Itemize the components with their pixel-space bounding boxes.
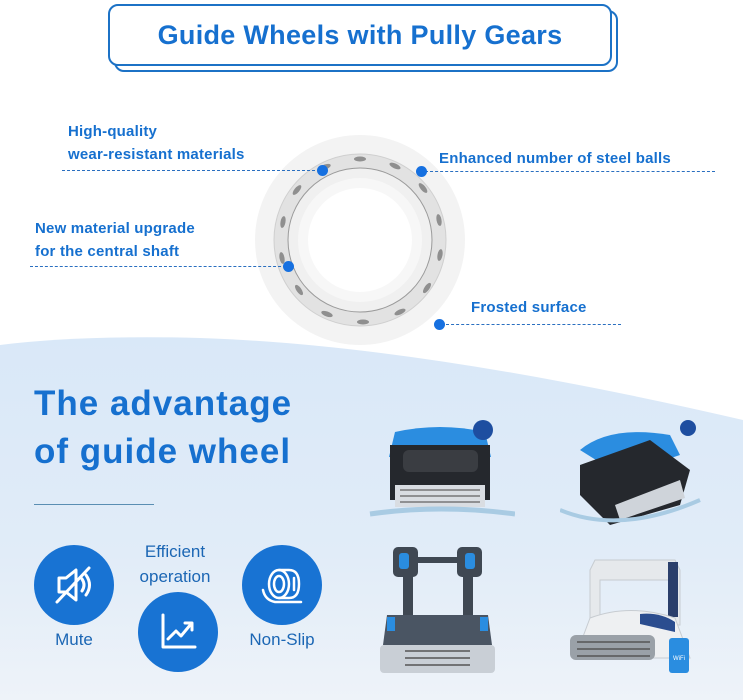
feature-label-efficient: Efficient operation	[125, 539, 225, 589]
feature-label-line: Efficient	[144, 542, 206, 561]
mute-speaker-icon	[55, 566, 91, 604]
page-title: Guide Wheels with Pully Gears	[157, 19, 563, 50]
callout-marker-dot	[434, 319, 445, 330]
callout-leader-line	[425, 171, 715, 172]
divider	[34, 504, 154, 505]
callout-line: Enhanced number of steel balls	[439, 150, 671, 167]
tire-icon	[261, 568, 303, 604]
robot-image-gray-front	[380, 547, 495, 673]
callout-frosted-surface: Frosted surface	[471, 296, 587, 319]
guide-wheel-image	[255, 135, 465, 345]
callout-central-shaft: New material upgrade for the central sha…	[35, 217, 195, 263]
efficient-feature-icon-circle	[138, 592, 218, 672]
callout-steel-balls: Enhanced number of steel balls	[439, 147, 671, 170]
robot-image-black-angled	[560, 420, 701, 525]
callout-leader-line	[446, 324, 621, 325]
callout-line: wear-resistant materials	[68, 146, 245, 163]
robot-image-black-front	[369, 420, 515, 517]
callout-marker-dot	[283, 261, 294, 272]
mute-feature-icon-circle	[34, 545, 114, 625]
advantage-headline: The advantage of guide wheel	[34, 380, 292, 476]
svg-text:WiFi: WiFi	[673, 656, 685, 662]
headline-line-1: The advantage	[34, 384, 293, 423]
trend-chart-icon	[161, 613, 197, 649]
callout-line: High-quality	[68, 123, 158, 140]
callout-line: for the central shaft	[35, 243, 180, 260]
title-box: Guide Wheels with Pully Gears	[108, 4, 612, 66]
non-slip-feature-icon-circle	[242, 545, 322, 625]
feature-label-non-slip: Non-Slip	[249, 630, 315, 649]
callout-line: New material upgrade	[35, 220, 195, 237]
callout-line: Frosted surface	[471, 299, 587, 316]
callout-marker-dot	[416, 166, 427, 177]
callout-marker-dot	[317, 165, 328, 176]
feature-label-line: operation	[139, 567, 211, 586]
callout-high-quality: High-quality wear-resistant materials	[68, 120, 245, 166]
feature-label-mute: Mute	[55, 630, 93, 649]
robot-image-white-wifi: WiFi	[570, 559, 691, 673]
callout-leader-line	[30, 266, 286, 267]
headline-line-2: of guide wheel	[34, 432, 292, 471]
callout-leader-line	[62, 170, 320, 171]
